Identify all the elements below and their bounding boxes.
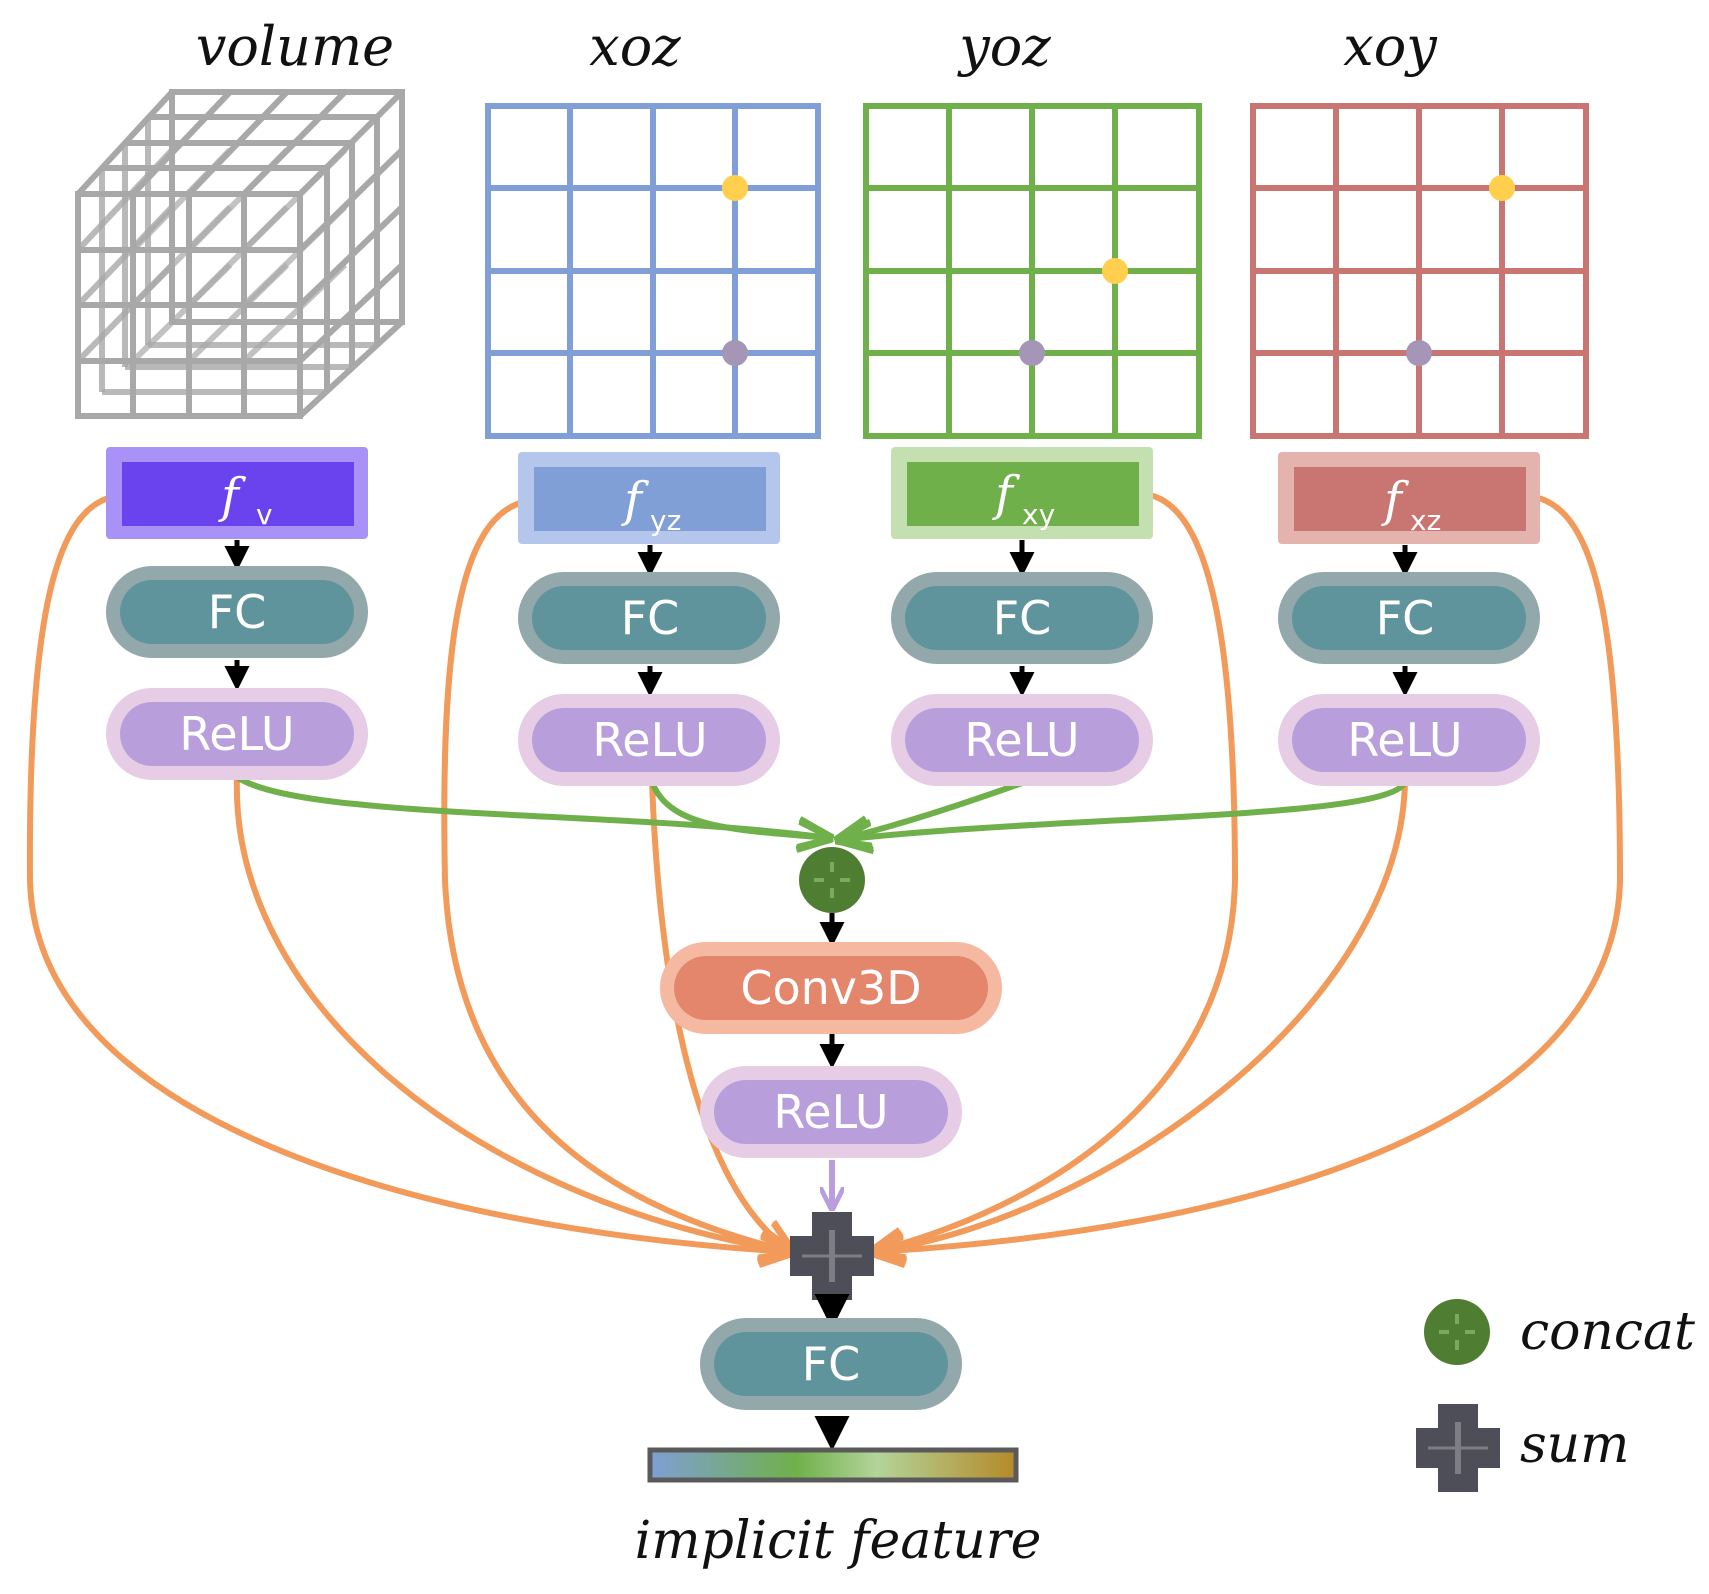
xoz-plane-grid: [485, 103, 821, 439]
feature-box-fxy: f xy: [891, 447, 1153, 539]
xoy-title: xoy: [1343, 15, 1438, 78]
relu-label-xz: ReLU: [1347, 713, 1462, 767]
skip-arrow-relu-v: [233, 774, 792, 1252]
relu-label-v: ReLU: [179, 707, 294, 761]
fxy-subscript: xy: [1022, 498, 1055, 531]
skip-arrow-fyz: [441, 499, 792, 1252]
fc-box-xz: FC: [1278, 572, 1540, 664]
xoz-sample-point-yellow: [722, 175, 748, 201]
relu-box-yz: ReLU: [518, 694, 780, 786]
fc-label-final: FC: [802, 1337, 861, 1391]
xoy-sample-point-yellow: [1489, 175, 1515, 201]
feature-box-fxz: f xz: [1278, 452, 1540, 544]
fxz-subscript: xz: [1410, 504, 1441, 537]
fyz-subscript: yz: [650, 504, 681, 537]
fc-label-xz: FC: [1376, 591, 1435, 645]
legend-concat-icon: [1424, 1299, 1490, 1365]
legend-sum-icon: [1416, 1404, 1500, 1492]
skip-arrow-relu-yz: [649, 779, 792, 1252]
skip-arrow-fxy: [872, 492, 1239, 1252]
yoz-plane-grid: [863, 103, 1202, 439]
fc-label-yz: FC: [621, 591, 680, 645]
skip-arrow-relu-xy: [872, 779, 1408, 1252]
skip-arrow-fv: [26, 494, 792, 1252]
fc-box-xy: FC: [891, 572, 1153, 664]
skip-arrow-fxz: [872, 494, 1624, 1252]
volume-title: volume: [196, 15, 394, 78]
implicit-feature-label: implicit feature: [635, 1511, 1042, 1571]
yoz-sample-point-purple: [1019, 340, 1045, 366]
relu-label-center: ReLU: [773, 1085, 888, 1139]
yoz-title: yoz: [957, 15, 1051, 78]
concat-arrow-xz: [840, 779, 1408, 840]
xoz-sample-point-purple: [722, 340, 748, 366]
relu-box-xz: ReLU: [1278, 694, 1540, 786]
fc-box-yz: FC: [518, 572, 780, 664]
feature-box-fv: f v: [106, 447, 368, 539]
yoz-sample-point-yellow: [1102, 258, 1128, 284]
concat-node: [799, 847, 865, 913]
implicit-feature-bar: [647, 1447, 1019, 1483]
relu-box-xy: ReLU: [891, 694, 1153, 786]
xoy-sample-point-purple: [1406, 340, 1432, 366]
fc-label-xy: FC: [993, 591, 1052, 645]
xoy-plane-grid: [1250, 103, 1589, 439]
conv3d-box: Conv3D: [660, 942, 1002, 1034]
relu-box-v: ReLU: [106, 688, 368, 780]
legend-concat-label: concat: [1520, 1302, 1695, 1362]
sum-node: [790, 1212, 874, 1300]
legend-sum-label: sum: [1520, 1415, 1629, 1475]
fc-box-v: FC: [106, 566, 368, 658]
fv-subscript: v: [256, 498, 273, 531]
relu-box-center: ReLU: [700, 1066, 962, 1158]
relu-label-yz: ReLU: [592, 713, 707, 767]
conv3d-label: Conv3D: [740, 961, 921, 1015]
fc-label-v: FC: [208, 585, 267, 639]
volume-grid: [75, 89, 405, 419]
feature-box-fyz: f yz: [518, 452, 780, 544]
xoz-title: xoz: [589, 15, 681, 78]
fc-box-final: FC: [700, 1318, 962, 1410]
legend: concat sum: [1416, 1299, 1695, 1492]
concat-arrow-yz: [649, 779, 830, 838]
relu-label-xy: ReLU: [964, 713, 1079, 767]
